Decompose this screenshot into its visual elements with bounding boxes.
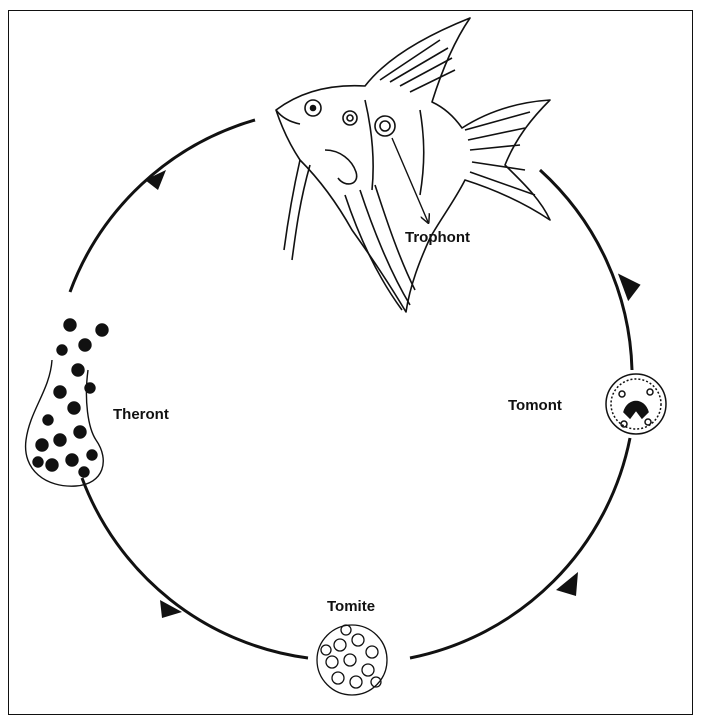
theront-label: Theront [113,406,169,423]
theront-sac-illustration [26,319,108,486]
arc-theront-to-trophont [70,120,255,292]
arc-tomite-to-theront [82,478,308,658]
tomite-cyst-illustration [317,625,387,695]
angelfish-illustration [276,18,550,312]
tomont-label: Tomont [508,397,562,414]
tomite-label: Tomite [327,598,375,615]
trophont-label: Trophont [405,229,470,246]
arc-trophont-to-tomont [540,170,632,370]
arrowhead-lower-left [160,600,182,618]
tomont-cyst-illustration [606,374,666,434]
arc-tomont-to-tomite [410,438,630,658]
cycle-arcs [70,120,632,658]
